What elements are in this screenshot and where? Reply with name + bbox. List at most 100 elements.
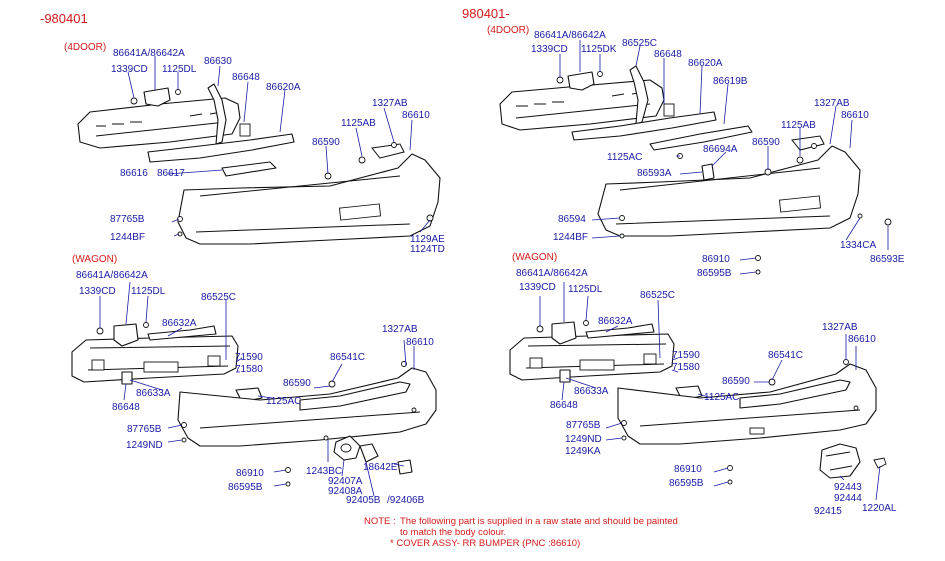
part-label: 1125DL	[162, 64, 197, 75]
part-label: 86641A/86642A	[516, 268, 588, 279]
part-label: 92443	[834, 482, 862, 493]
part-label: 86590	[722, 376, 750, 387]
part-label: 86590	[283, 378, 311, 389]
bracket-86641A	[551, 321, 577, 345]
part-label: 1125DL	[131, 286, 166, 297]
part-label: 71580	[235, 364, 263, 375]
labels-wagon-late: 86641A/86642A 1339CD 1125DL 86525C 86632…	[516, 268, 897, 517]
part-label: /92406B	[387, 495, 425, 506]
part-label: 86594	[558, 214, 586, 225]
part-label: 86595B	[697, 268, 732, 279]
part-label: 1339CD	[79, 286, 116, 297]
part-label: 1327AB	[814, 98, 850, 109]
part-label: 86641A/86642A	[534, 30, 606, 41]
part-label: 92405B	[346, 495, 381, 506]
part-label: 86648	[550, 400, 578, 411]
part-label: 86620A	[266, 82, 301, 93]
body-type-4door-left: (4DOOR)	[64, 42, 106, 53]
part-label: 86595B	[228, 482, 263, 493]
part-label: 86593E	[870, 254, 905, 265]
part-label: 1125AB	[781, 120, 816, 131]
note-label: NOTE :	[364, 516, 396, 527]
part-label: 1249ND	[126, 440, 163, 451]
part-label: 86610	[406, 337, 434, 348]
part-label: 1243BC	[306, 466, 342, 477]
bracket-86641A	[143, 87, 171, 107]
bracket-86641A	[567, 71, 595, 91]
part-label: 86541C	[330, 352, 365, 363]
part-label: 86610	[848, 334, 876, 345]
part-label: 1339CD	[111, 64, 148, 75]
part-label: 86632A	[598, 316, 633, 327]
part-label: 87765B	[110, 214, 145, 225]
part-label: 86641A/86642A	[76, 270, 148, 281]
part-label: 86633A	[136, 388, 171, 399]
note-line-2: to match the body colour.	[400, 527, 506, 538]
body-type-4door-right: (4DOOR)	[487, 25, 529, 36]
part-label: 92415	[814, 506, 842, 517]
rail-86630	[207, 83, 227, 145]
part-label: 1125AC	[704, 392, 739, 403]
labels-4door-early: 86641A/86642A 1339CD 1125DL 86630 86648 …	[110, 48, 445, 255]
part-label: 87765B	[127, 424, 162, 435]
part-label: 87765B	[566, 420, 601, 431]
part-label: 1249ND	[565, 434, 602, 445]
body-type-wagon-left: (WAGON)	[72, 254, 117, 265]
part-label: 71580	[672, 362, 700, 373]
part-label: 86620A	[688, 58, 723, 69]
part-label: 86590	[752, 137, 780, 148]
beam-absorber	[77, 97, 241, 149]
part-label: 86648	[112, 402, 140, 413]
part-label: 1125DL	[568, 284, 603, 295]
part-label: 1125AB	[341, 118, 376, 129]
part-label: 1339CD	[519, 282, 556, 293]
part-label: 86525C	[201, 292, 236, 303]
drawing-wagon-early	[71, 281, 437, 497]
bracket-86641A	[113, 323, 139, 347]
part-label: 71590	[672, 350, 700, 361]
part-label: 86910	[674, 464, 702, 475]
bumper-cover-86610	[597, 145, 861, 237]
part-label: 86617	[157, 168, 185, 179]
part-label: 1327AB	[822, 322, 858, 333]
part-label: 92408A	[328, 486, 363, 497]
part-label: 1220AL	[862, 503, 897, 514]
part-label: 86630	[204, 56, 232, 67]
note-line-3: * COVER ASSY- RR BUMPER (PNC :86610)	[390, 538, 580, 549]
part-label: 86590	[312, 137, 340, 148]
strip-86620A	[147, 133, 295, 163]
drawing-4door-late	[499, 40, 892, 275]
rail-86541C	[299, 381, 411, 411]
part-label: 71590	[235, 352, 263, 363]
labels-wagon-early: 86641A/86642A 1339CD 1125DL 86525C 86632…	[76, 270, 434, 506]
part-label: 86694A	[703, 144, 738, 155]
part-label: 1125DK	[581, 44, 617, 55]
part-label: 1124TD	[410, 244, 445, 255]
part-label: 92407A	[328, 476, 363, 487]
cover-assy	[819, 443, 861, 479]
strip-86632A	[585, 323, 655, 339]
part-label: 86632A	[162, 318, 197, 329]
part-label: 1327AB	[382, 324, 418, 335]
body-type-wagon-right: (WAGON)	[512, 252, 557, 263]
rail-86541C	[739, 379, 851, 409]
part-label: 1244BF	[110, 232, 145, 243]
part-label: 86641A/86642A	[113, 48, 185, 59]
part-label: 86910	[236, 468, 264, 479]
part-label: 86910	[702, 254, 730, 265]
strip-86619B	[649, 125, 753, 151]
paint-note: NOTE : The following part is supplied in…	[364, 516, 678, 549]
part-label: 86648	[654, 49, 682, 60]
part-label: 86616	[120, 168, 148, 179]
part-label: 1244BF	[553, 232, 588, 243]
part-label: 86593A	[637, 168, 672, 179]
part-label: 1327AB	[372, 98, 408, 109]
labels-4door-late: 86641A/86642A 1339CD 1125DK 86525C 86648…	[531, 30, 905, 279]
part-label: 86610	[841, 110, 869, 121]
date-range-right: 980401-	[462, 6, 510, 21]
bumper-cover-86610	[177, 153, 441, 245]
drawing-4door-early	[77, 56, 441, 245]
part-label: 1125AC	[607, 152, 642, 163]
